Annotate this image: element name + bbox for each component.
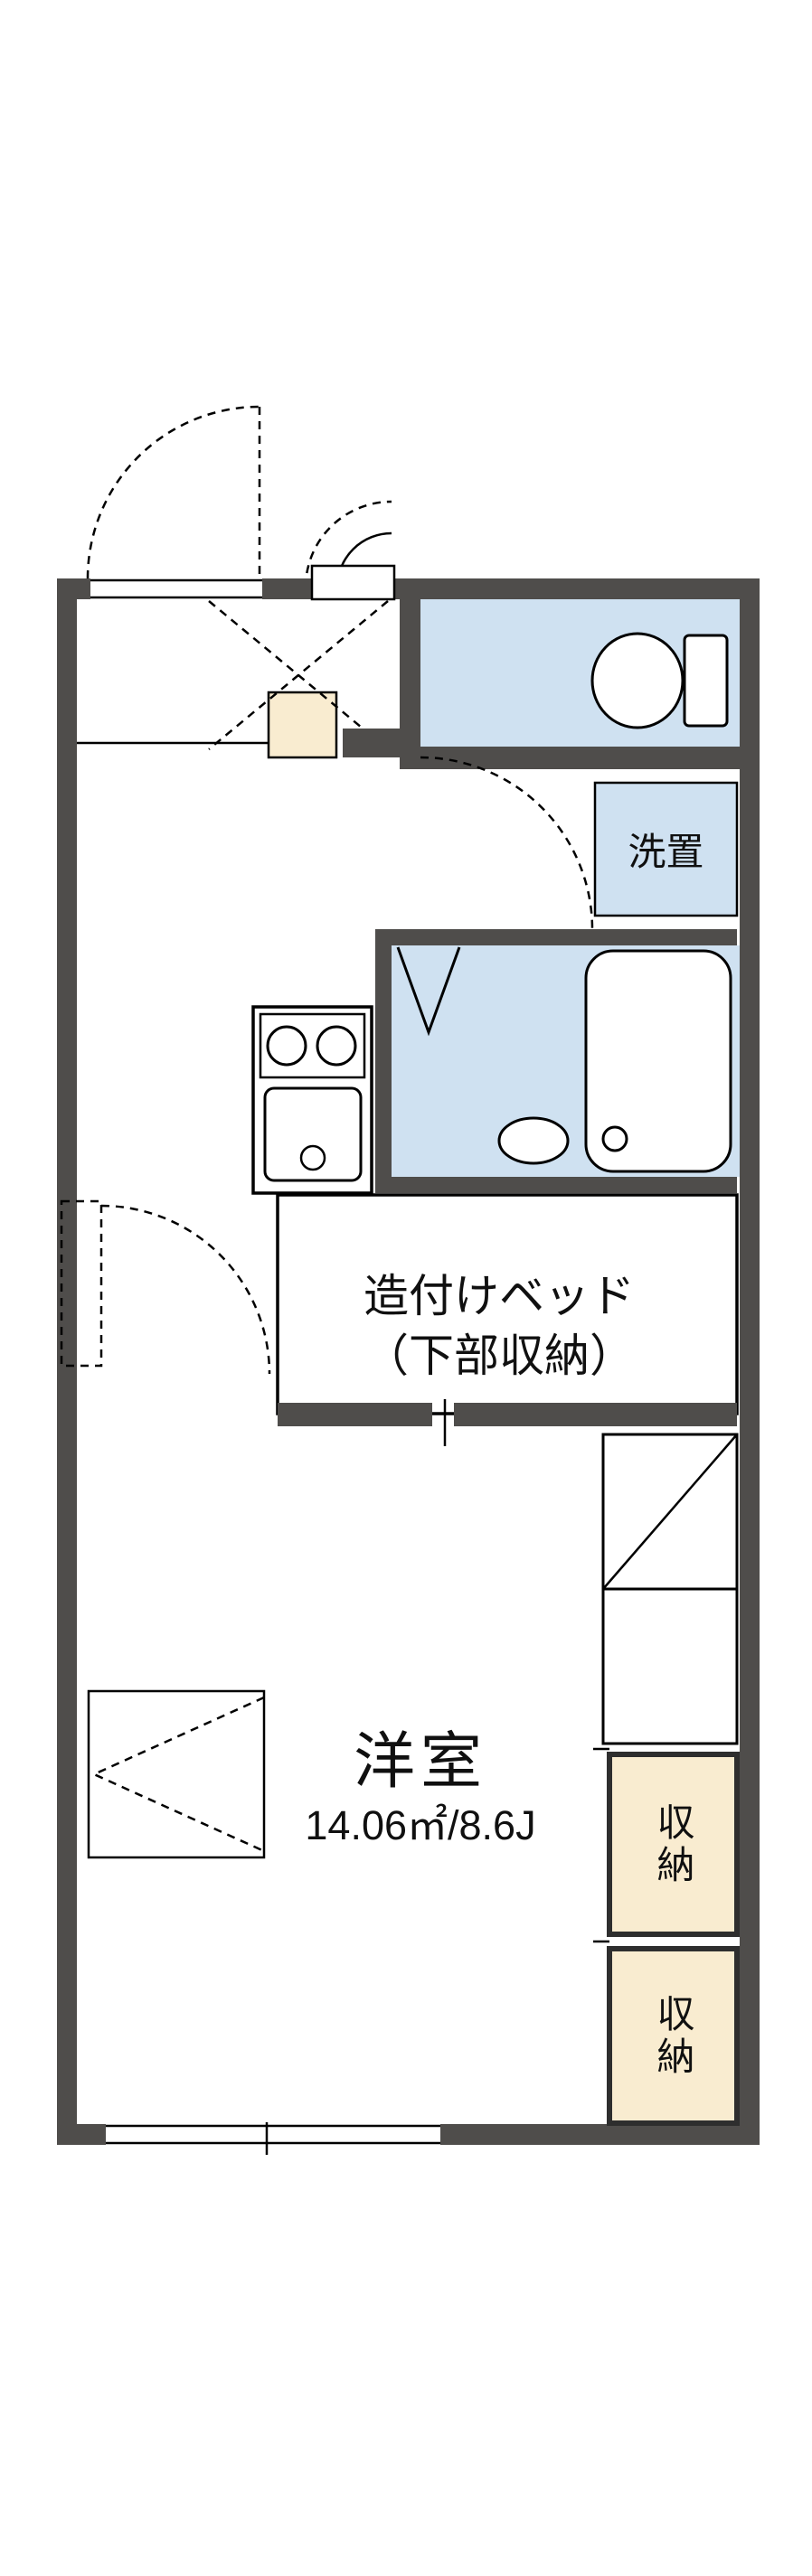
tall-closet-diagonal (602, 1434, 738, 1590)
built-in-bed-label-line2: （下部収納） (364, 1330, 635, 1381)
bathtub-icon (584, 949, 732, 1173)
bed-room-bottom-wall-right (454, 1403, 737, 1426)
right-closets (593, 1433, 740, 2126)
toilet-tank-icon (683, 634, 729, 728)
outer-wall-left (57, 578, 77, 2145)
entrance-opening (90, 564, 396, 601)
bed-room-outline (276, 1193, 739, 1415)
outer-wall-bottom-left (57, 2124, 106, 2145)
built-in-bed-room (276, 1193, 739, 1446)
outer-wall-right (740, 578, 760, 2145)
laundry-label: 洗置 (628, 831, 704, 873)
closet-door-swing-arc (100, 1204, 271, 1375)
window-bay-box (87, 1689, 266, 1859)
genkan-door-swing-cross (208, 600, 389, 750)
toilet-bowl-icon (590, 632, 685, 729)
washplace-drain-icon (497, 1116, 570, 1165)
laundry-box (593, 781, 739, 917)
entrance-opening-gap (90, 578, 262, 599)
sink-drain-icon (299, 1144, 326, 1171)
bathroom (375, 929, 740, 1193)
bathroom-folding-door-icon (396, 946, 461, 1037)
front-door-swing-arc (304, 500, 392, 588)
outer-wall-top-right (394, 578, 760, 599)
genkan-tile (267, 691, 338, 759)
toilet-bottom-wall (400, 747, 740, 769)
stove-burner-left-icon (266, 1025, 307, 1067)
main-room (60, 1199, 271, 1859)
toilet-room (400, 599, 740, 769)
washroom-door-swing-arc (420, 756, 594, 930)
bottom-window (106, 2122, 440, 2155)
laundry-space (420, 756, 739, 930)
entrance-door-swings (86, 405, 392, 588)
genkan-area (77, 600, 400, 759)
stove-top-box (259, 1012, 366, 1079)
stove-burner-right-icon (316, 1025, 357, 1067)
room-size-label: 14.06㎡/8.6J (305, 1801, 536, 1848)
storage-lower-label: 収納 (652, 1993, 694, 2079)
bathtub-drain-icon (601, 1125, 628, 1152)
genkan-wall-stub (343, 729, 400, 757)
bed-room-bottom-wall-left (278, 1403, 432, 1426)
bottom-window-gap (106, 2124, 440, 2145)
toilet-left-wall (400, 599, 420, 769)
storage-box-lower (607, 1946, 740, 2126)
outer-wall-bottom-right (440, 2124, 760, 2145)
storage-upper-label: 収納 (652, 1801, 694, 1887)
room-name-label: 洋室 (353, 1726, 487, 1796)
front-door-threshold (310, 564, 396, 601)
outer-walls (57, 578, 760, 2145)
window-opening-direction-lines (90, 1696, 265, 1853)
built-in-bed-label: 造付けベッド （下部収納） (291, 1258, 707, 1394)
kitchen (251, 1005, 373, 1195)
kitchen-sink-icon (263, 1086, 363, 1182)
storage-box-upper (607, 1752, 740, 1937)
entrance-door-swing-arc (86, 405, 260, 579)
left-pipe-space-dashed-box (60, 1199, 103, 1368)
built-in-bed-label-line1: 造付けベッド (364, 1271, 635, 1321)
outer-wall-top-mid (262, 578, 312, 599)
